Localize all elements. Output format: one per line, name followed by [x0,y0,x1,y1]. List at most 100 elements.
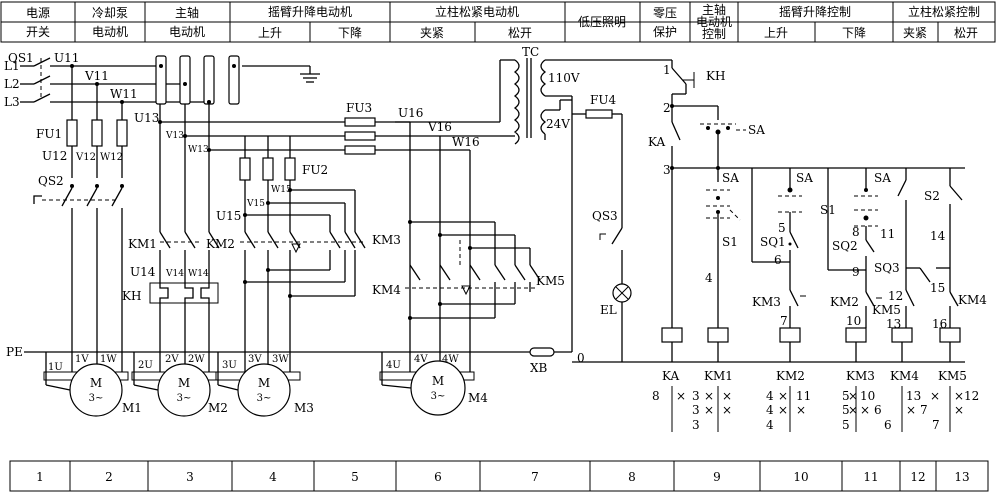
label-sa-main: SA [748,123,765,137]
label-1w: 1W [100,354,117,365]
label-2u: 2U [138,360,153,371]
label-w11: W11 [110,87,138,101]
km2-ref-1: 4 [766,389,774,403]
zone-13: 13 [954,470,969,484]
node-3: 3 [663,163,671,177]
fuse-fu3: FU3 U16 V16 W16 [344,60,515,372]
label-sq1: SQ1 [760,235,786,249]
km4-x2: × [930,389,940,403]
fuse-fu2: FU2 W15 V15 U15 [216,136,356,232]
km3-x1: × [848,389,858,403]
label-km5-interlock: KM5 [872,303,901,317]
hdr-spindle-ctrl-2: 电动机 [696,15,732,29]
motor-m4: 4U 4V 4W M 3~ M4 [379,354,488,416]
label-v11: V11 [84,69,109,83]
km3-ref-2: 5 [842,403,850,417]
node-12: 12 [888,289,903,303]
connector-xb [529,347,555,357]
label-fu2: FU2 [302,163,328,177]
hdr-arm-motor: 摇臂升降电动机 [268,5,352,19]
zone-9: 9 [713,470,721,484]
label-w13: W13 [188,145,209,155]
label-v13: V13 [165,131,184,141]
footer-zone-table: 1 2 3 4 5 6 7 8 9 10 11 12 13 [9,460,989,492]
motor-m2: 2U 2V 2W M 3~ M2 [131,354,228,417]
label-1v: 1V [75,354,89,365]
motor-m3: 3U 3V 3W M 3~ M3 [215,354,314,417]
label-tc: TC [522,45,539,59]
label-w15: W15 [271,185,292,195]
ka-ref-x: × [676,389,686,403]
lighting-circuit: FU4 QS3 EL XB 0 [529,93,965,375]
label-s1-b: S1 [820,203,836,217]
zone-10: 10 [793,470,808,484]
label-fu1: FU1 [36,127,62,141]
m1-phase: 3~ [89,393,104,404]
km1-ref-2: 3 [692,403,700,417]
km2-ref-2: 4 [766,403,774,417]
hdr-column-ctrl-release: 松开 [954,26,978,40]
label-u13: U13 [134,111,159,125]
label-v15: V15 [246,199,265,209]
label-km1: KM1 [128,237,157,251]
label-el: EL [600,303,617,317]
node-9: 9 [852,265,860,279]
label-2w: 2W [188,354,205,365]
m3-phase: 3~ [257,393,272,404]
node-7: 7 [780,314,788,328]
hdr-spindle-ctrl: 主轴 [702,2,726,17]
label-110v: 110V [548,71,580,85]
hdr-zero: 零压 [653,6,677,20]
label-u16: U16 [398,106,423,120]
km3-x2: × [848,403,858,417]
label-u15: U15 [216,209,241,223]
hdr-zero-2: 保护 [653,25,677,39]
label-1u: 1U [48,362,63,373]
hdr-lighting: 低压照明 [578,15,626,29]
label-w14: W14 [188,269,209,279]
hdr-column-release: 松开 [508,26,532,40]
coil-label-km4: KM4 [890,369,919,383]
km3-ref-r2: 6 [874,403,882,417]
label-qs3: QS3 [592,209,618,223]
hdr-spindle-ctrl-3: 控制 [702,27,726,41]
label-xb: XB [530,361,548,375]
label-u12: U12 [42,149,67,163]
label-qs2: QS2 [38,174,64,188]
hdr-arm-ctrl-down: 下降 [842,26,866,40]
label-kh-contact: KH [706,69,725,83]
label-fu4: FU4 [590,93,616,107]
contactors-km1-km2: KM1 KM2 [128,231,366,372]
label-l1: L1 [4,59,20,73]
km4-ref-1: 13 [906,389,921,403]
label-km3-interlock: KM3 [752,295,781,309]
zone-5: 5 [351,470,359,484]
km5-ref-1: 12 [964,389,979,403]
hdr-spindle: 主轴 [175,5,199,20]
label-m2: M2 [208,401,228,415]
label-w16: W16 [452,135,480,149]
km2-ref-r1: 11 [796,389,811,403]
hdr-column-clamp: 夹紧 [420,26,444,40]
label-sq3: SQ3 [874,261,900,275]
label-4u: 4U [386,360,401,371]
km1-x3: × [704,403,714,417]
hdr-arm-ctrl-up: 上升 [764,26,788,40]
node-5: 5 [778,221,786,235]
coil-label-km1: KM1 [704,369,733,383]
hdr-coolant: 冷却泵 [92,6,128,20]
m2-m: M [178,376,190,390]
label-fu3: FU3 [346,101,372,115]
label-s2: S2 [924,189,940,203]
zone-3: 3 [186,470,194,484]
label-3v: 3V [248,354,262,365]
hdr-power: 电源 [26,6,50,20]
label-sa-1: SA [722,171,739,185]
hdr-spindle-2: 电动机 [169,25,205,39]
km4-ref-2: 7 [932,418,940,432]
km3-ref-r3: 6 [884,418,892,432]
coil-label-km3: KM3 [846,369,875,383]
label-qs1: QS1 [8,51,34,65]
zone-12: 12 [910,470,925,484]
